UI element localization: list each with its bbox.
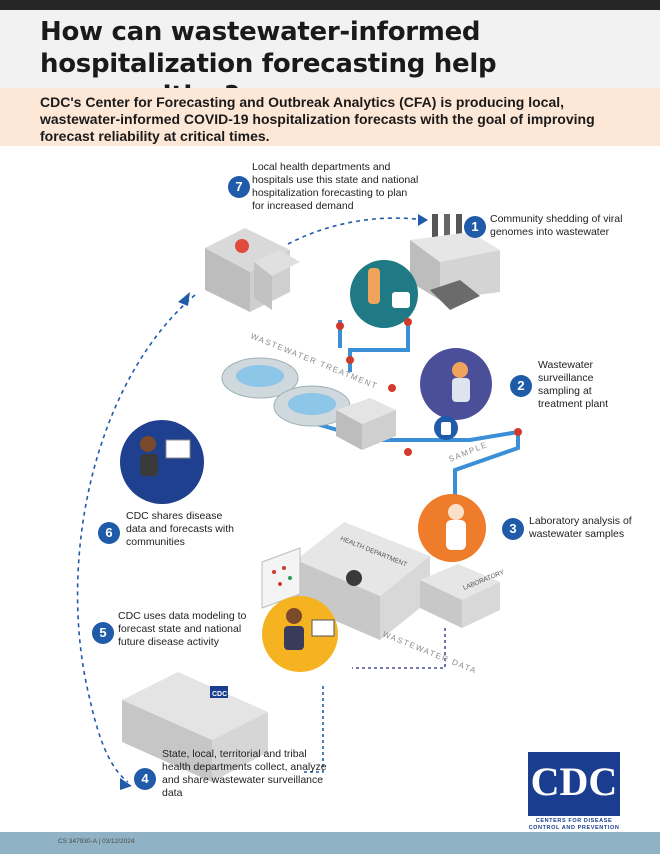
step-6-number: 6 <box>98 522 120 544</box>
step-7-text: Local health departments and hospitals u… <box>252 161 419 212</box>
cycle-arc-top <box>287 217 426 245</box>
cdc-logo-text: CDC <box>530 759 618 804</box>
footer-band <box>0 832 660 854</box>
top-bar <box>0 0 660 10</box>
step-7-number: 7 <box>228 176 250 198</box>
footer-text: CS 347930-A | 03/12/2024 <box>58 838 135 845</box>
step-2-number: 2 <box>510 375 532 397</box>
hospital-buildings <box>205 228 300 312</box>
step-3-text: Laboratory analysis of wastewater sample… <box>529 515 632 540</box>
title-band <box>0 10 660 88</box>
data-dashboard-screen <box>261 547 301 609</box>
cdc-headquarters-building <box>122 672 268 782</box>
building-cdc-sign: CDC <box>212 691 227 698</box>
cycle-arc-left <box>76 294 196 783</box>
step-5-text: CDC uses data modeling to forecast state… <box>118 610 247 648</box>
intro-text: CDC's Center for Forecasting and Outbrea… <box>40 94 595 144</box>
bathroom-scene <box>350 260 418 328</box>
arrowhead-left <box>178 292 190 306</box>
cdc-logo-subtitle: CENTERS FOR DISEASE CONTROL AND PREVENTI… <box>528 818 620 832</box>
community-sharing-scene <box>120 420 204 504</box>
step-1-text: Community shedding of viral genomes into… <box>490 213 623 238</box>
health-department-building <box>296 522 430 640</box>
intro-band <box>0 88 660 146</box>
factory-and-houses <box>410 214 500 310</box>
cdc-logo-subtitle-line1: CENTERS FOR DISEASE <box>535 818 613 824</box>
step-4-number: 4 <box>134 768 156 790</box>
step-6-text: CDC shares disease data and forecasts wi… <box>126 510 234 548</box>
data-arrow <box>352 628 446 669</box>
treatment-tanks <box>221 357 396 450</box>
laboratory-building <box>420 564 500 628</box>
step-5-number: 5 <box>92 622 114 644</box>
data-arrow-down <box>302 686 324 773</box>
arrowhead-top <box>418 214 428 226</box>
cdc-logo: CDC <box>528 752 620 816</box>
arrowhead-bottom <box>120 778 132 790</box>
step-3-number: 3 <box>502 518 524 540</box>
cdc-logo-subtitle-line2: CONTROL AND PREVENTION <box>528 825 620 831</box>
step-2-text: Wastewater surveillance sampling at trea… <box>538 359 609 410</box>
step-1-number: 1 <box>464 216 486 238</box>
step-4-text: State, local, territorial and tribal hea… <box>162 748 327 799</box>
